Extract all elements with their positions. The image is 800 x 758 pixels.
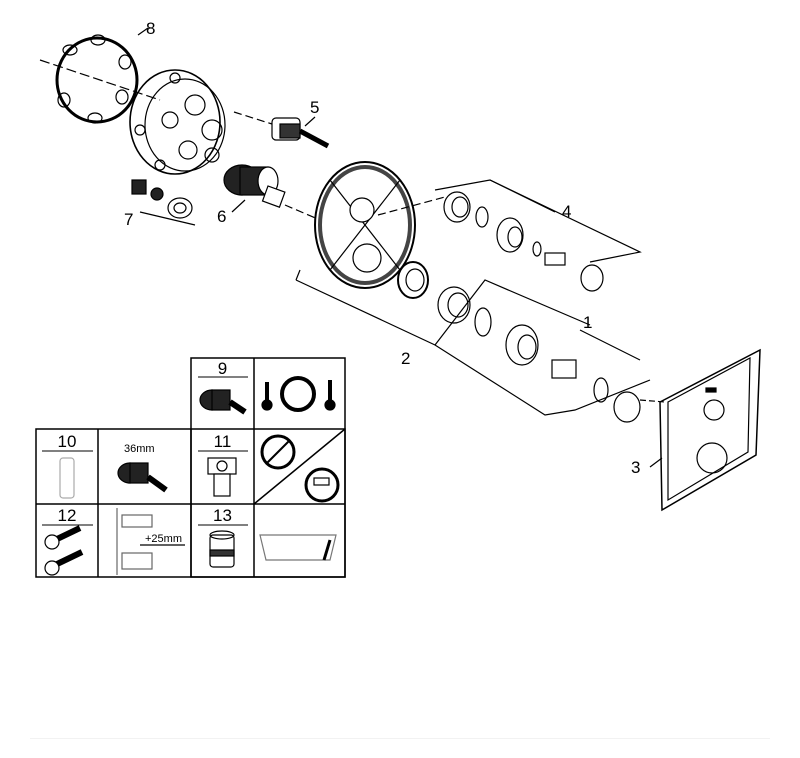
gasket-ring-part	[39, 34, 161, 124]
lever-handle-stop-icon	[260, 434, 340, 503]
cartridge-9-icon	[199, 389, 247, 415]
extension-set-icon	[116, 508, 185, 575]
backplate-part	[314, 161, 446, 289]
stop-valve-part-7	[131, 179, 196, 226]
cartridge-part-5	[233, 111, 330, 149]
callout-8: 8	[146, 19, 156, 38]
diverter-parts-4	[434, 179, 642, 292]
item-number-9: 9	[217, 359, 228, 378]
callout-5: 5	[310, 98, 320, 117]
temperature-reversal-icon	[261, 376, 336, 412]
mounting-body-part	[129, 69, 226, 175]
extension-12-icon	[44, 525, 84, 576]
bathtub-icon	[259, 534, 337, 561]
valve-13-icon	[209, 530, 235, 568]
item-number-11: 11	[213, 432, 232, 451]
adapter-11-icon	[207, 457, 237, 497]
callout-6: 6	[217, 207, 227, 226]
extension-label: +25mm	[145, 533, 182, 545]
item-number-10: 10	[57, 432, 77, 451]
callout-2: 2	[401, 349, 411, 368]
callout-7: 7	[124, 210, 134, 229]
size-label: 36mm	[124, 443, 155, 455]
cover-plate-part-3	[639, 348, 761, 512]
callout-1: 1	[583, 313, 593, 332]
callout-3: 3	[631, 458, 641, 477]
handle-parts-1-2	[295, 261, 651, 423]
callout-4: 4	[562, 202, 572, 221]
item-number-13: 13	[213, 506, 232, 525]
extension-sleeve-10-icon	[59, 457, 75, 499]
accessory-table-grid	[35, 357, 346, 578]
thermostatic-cartridge-part-6	[223, 164, 321, 221]
cartridge-36mm-icon	[117, 462, 168, 493]
item-number-12: 12	[57, 506, 77, 525]
divider	[30, 738, 770, 739]
